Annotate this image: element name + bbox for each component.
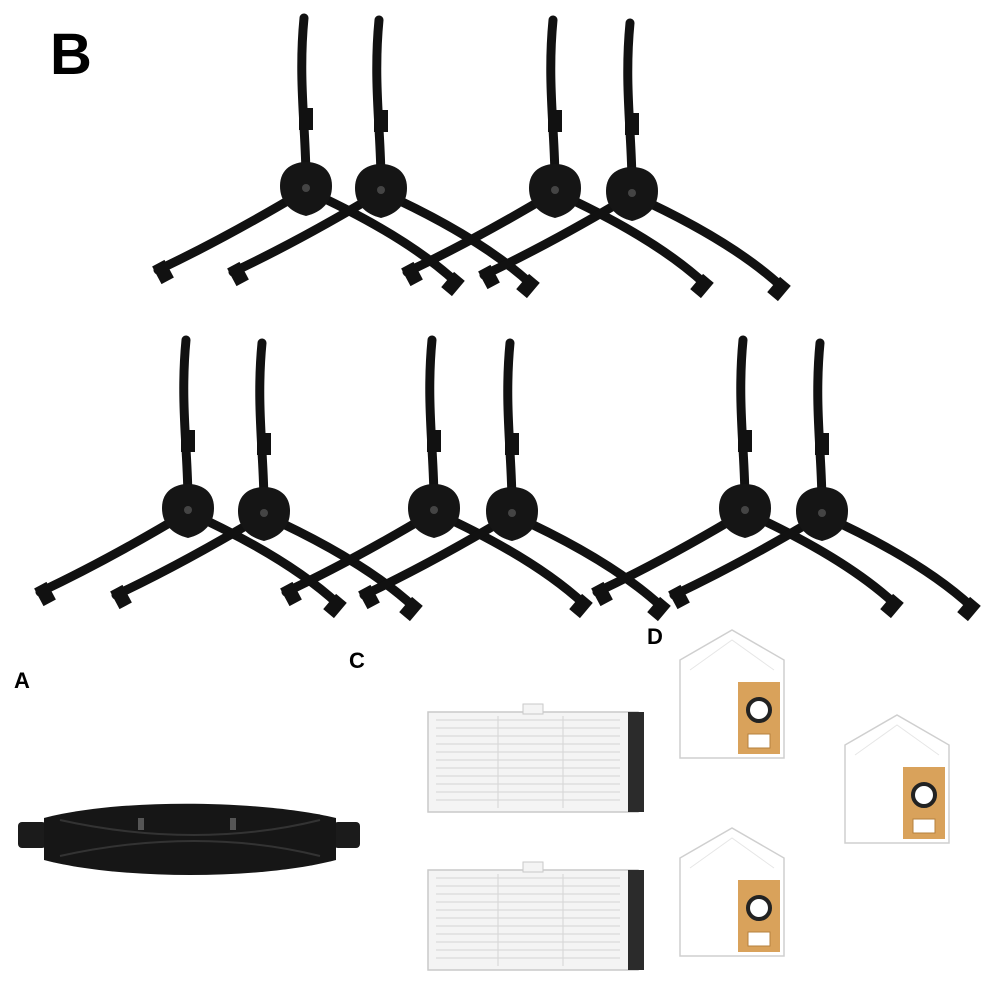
side-brush-icon (280, 340, 593, 618)
side-brush-icon (227, 20, 540, 298)
dust-bag-icon (678, 628, 786, 760)
side-brush-icon (478, 23, 791, 301)
label-b: B (50, 22, 92, 87)
label-c: C (349, 648, 365, 673)
side-brush-icon (591, 340, 904, 618)
hepa-filter-icon (427, 861, 645, 971)
side-brush-icon (401, 20, 714, 298)
dust-bag-icon (843, 713, 951, 845)
label-a: A (14, 668, 30, 693)
main-roller-brush-icon (18, 803, 360, 875)
label-d: D (647, 624, 663, 649)
side-brush-icon (152, 18, 465, 296)
side-brush-icon (34, 340, 347, 618)
side-brush-icon (110, 343, 423, 621)
hepa-filter-icon (427, 703, 645, 813)
dust-bag-icon (678, 826, 786, 958)
side-brush-icon (668, 343, 981, 621)
